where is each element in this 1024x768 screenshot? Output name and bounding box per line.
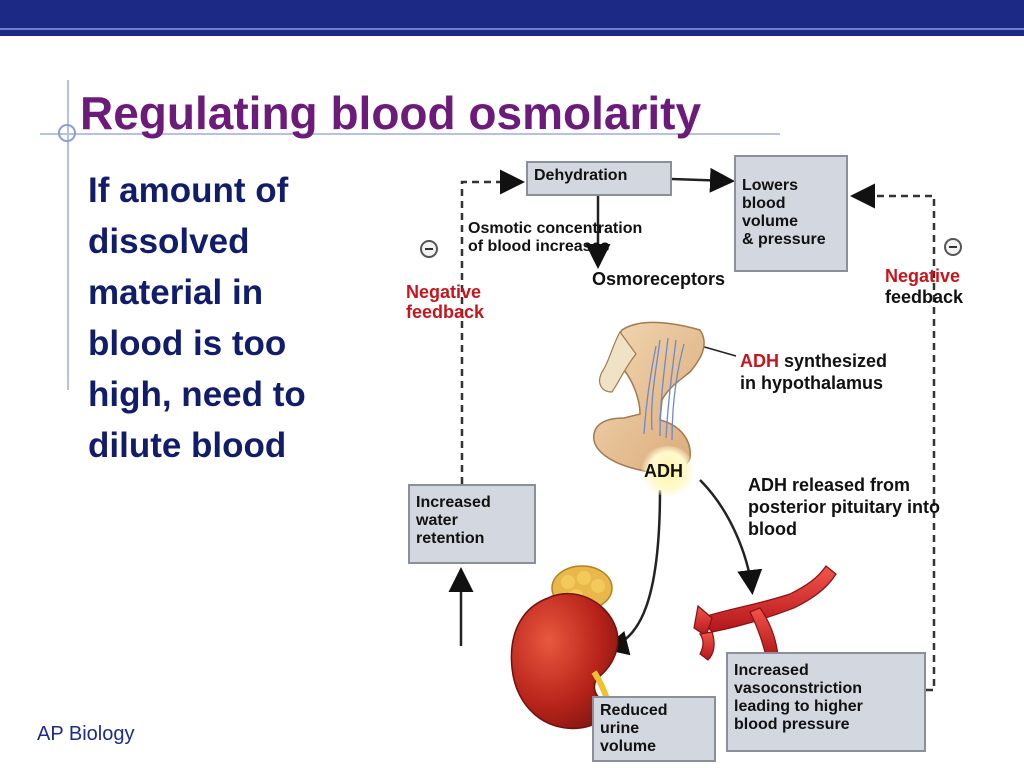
neg-left-word-1: Negative xyxy=(406,282,482,302)
right-minus-icon xyxy=(944,238,962,256)
water-retention-box: Increased water retention xyxy=(408,484,536,564)
lowers-line-1: Lowers xyxy=(742,177,799,194)
vaso-line-3: leading to higher xyxy=(734,698,863,715)
adh-glow xyxy=(640,446,696,496)
adh-released-label: ADH released from posterior pituitary in… xyxy=(748,475,941,539)
adh-synthesized-label: ADH synthesized in hypothalamus xyxy=(740,350,887,394)
arrow-adh-to-vessel xyxy=(699,479,763,595)
slide-title: Regulating blood osmolarity xyxy=(80,87,702,139)
blood-vessel-illustration xyxy=(693,565,837,661)
neg-right-word-2: feedback xyxy=(885,287,964,307)
osmotic-line-2: of blood increases xyxy=(468,238,610,255)
lowers-line-3: volume xyxy=(742,213,799,230)
osmoreceptors-label: Osmoreceptors xyxy=(592,269,726,289)
arrow-adh-to-urine xyxy=(603,489,662,656)
decorative-crosshair-circle xyxy=(58,124,76,142)
adh-label: ADH xyxy=(644,461,683,481)
adh-synth-line-2: in hypothalamus xyxy=(740,373,884,393)
neg-right-word-1: Negative xyxy=(885,266,961,286)
urine-line-1: Reduced xyxy=(600,702,668,719)
urine-volume-box: Reduced urine volume xyxy=(592,696,716,762)
vaso-line-2: vasoconstriction xyxy=(734,680,863,697)
vaso-line-4: blood pressure xyxy=(734,716,850,733)
right-feedback-loop xyxy=(850,183,936,692)
water-line-3: retention xyxy=(416,530,485,547)
lowers-pressure-box: Lowers blood volume & pressure xyxy=(734,155,848,272)
vasoconstriction-box: Increased vasoconstriction leading to hi… xyxy=(726,652,926,752)
adh-synth-rest: synthesized xyxy=(779,351,888,371)
arrow-dehydration-to-lowers xyxy=(671,167,735,193)
decorative-horizontal-line xyxy=(40,133,780,135)
bullet-text: If amount of dissolved material in blood… xyxy=(88,171,306,465)
footer-label: AP Biology xyxy=(37,723,135,745)
osmotic-line-1: Osmotic concentration xyxy=(468,220,643,237)
hypothalamus-pituitary-illustration xyxy=(593,321,705,474)
top-banner-stripe xyxy=(0,28,1024,30)
urine-line-3: volume xyxy=(600,738,657,755)
dehydration-box: Dehydration xyxy=(526,161,672,196)
top-banner xyxy=(0,0,1024,36)
lowers-line-4: & pressure xyxy=(742,231,826,248)
lowers-line-2: blood xyxy=(742,195,786,212)
left-minus-icon xyxy=(420,240,438,258)
water-line-2: water xyxy=(416,512,458,529)
dehydration-label: Dehydration xyxy=(534,167,628,184)
kidney-illustration xyxy=(510,565,619,741)
urine-line-2: urine xyxy=(600,720,640,737)
neg-left-word-2: feedback xyxy=(406,302,485,322)
vaso-line-1: Increased xyxy=(734,662,809,679)
decorative-vertical-line xyxy=(67,80,69,390)
left-feedback-loop xyxy=(460,169,525,484)
water-line-1: Increased xyxy=(416,494,491,511)
adh-red-text: ADH xyxy=(740,351,779,371)
